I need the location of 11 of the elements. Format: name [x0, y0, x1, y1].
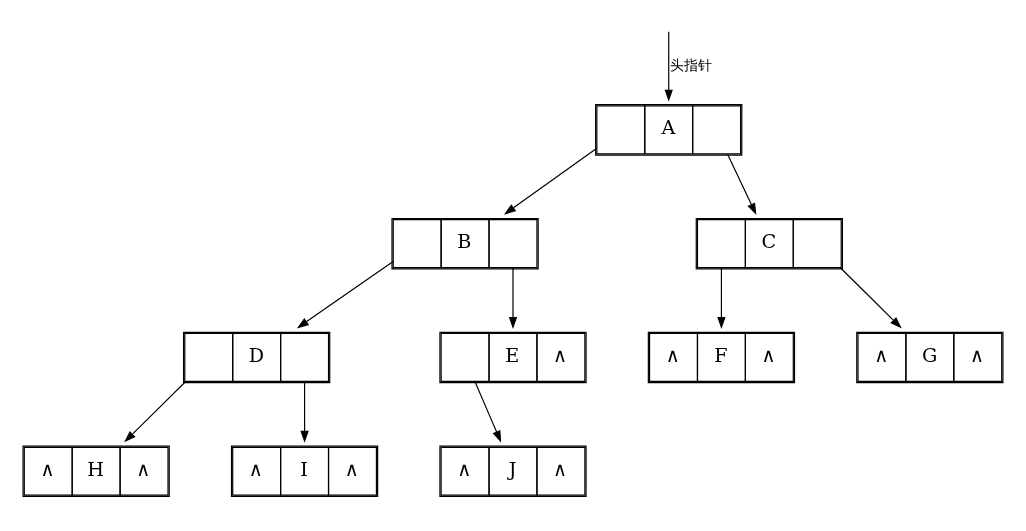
- arrow: [124, 380, 186, 442]
- arrow: [840, 266, 902, 329]
- arrow: [508, 266, 518, 329]
- arrow: [300, 380, 309, 443]
- arrow: [474, 380, 502, 443]
- arrow: [296, 260, 394, 328]
- arrow: [504, 147, 598, 215]
- arrow: [664, 30, 673, 102]
- edge-label: 头指针: [669, 56, 712, 73]
- arrow: [717, 266, 726, 329]
- arrow: [726, 153, 757, 215]
